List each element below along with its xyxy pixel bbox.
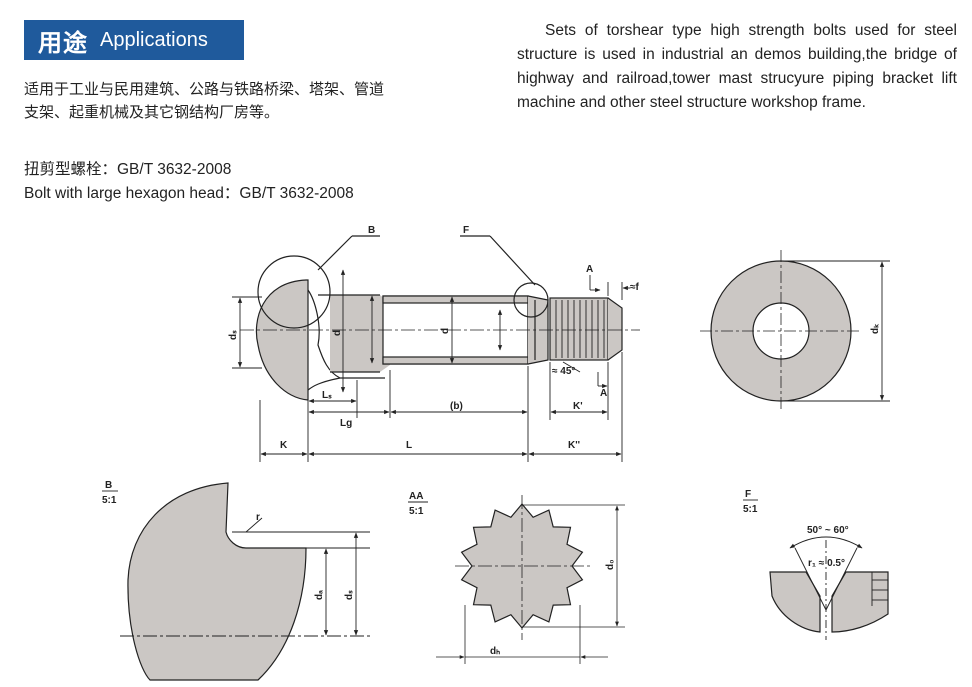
label-k: K (280, 440, 288, 451)
label-b-length: (b) (450, 401, 463, 412)
label-dw: d (332, 330, 343, 336)
detail-aa-db: dₕ (490, 646, 500, 657)
applications-cn-line2: 支架、起重机械及其它钢结构厂房等。 (24, 103, 280, 121)
label-ls: Lₛ (322, 390, 332, 401)
detail-b-circle (257, 255, 331, 329)
applications-en-text: Sets of torshear type high strength bolt… (517, 22, 957, 111)
label-a-bottom: A (600, 388, 607, 399)
applications-header: 用途 Applications (24, 20, 244, 60)
applications-en: Sets of torshear type high strength bolt… (517, 19, 957, 115)
standard-block: 扭剪型螺栓：GB/T 3632-2008 Bolt with large hex… (24, 158, 354, 206)
label-lg: Lg (340, 418, 352, 429)
label-f: F (463, 225, 469, 236)
detail-b-title: B (105, 480, 112, 491)
label-ds: dₛ (228, 330, 239, 340)
header-title-cn: 用途 (38, 27, 88, 57)
header-title-en: Applications (100, 28, 208, 51)
label-45: ≈ 45° (552, 366, 575, 377)
label-dk: dₖ (870, 323, 881, 334)
bolt-head (255, 279, 309, 401)
label-l: L (406, 440, 412, 451)
standard-en: Bolt with large hexagon head：GB/T 3632-2… (24, 185, 354, 202)
detail-f-circle (513, 282, 549, 318)
bolt-side-view (240, 235, 640, 401)
detail-f: F 5:1 50° ~ 60° r₁ ≈ 0.5° (743, 489, 889, 640)
detail-aa-d0: d₀ (605, 559, 616, 570)
spline-tail (549, 297, 609, 361)
label-a-top: A (586, 264, 593, 275)
detail-aa-scale: 5:1 (409, 506, 424, 517)
applications-cn-line1: 适用于工业与民用建筑、公路与铁路桥梁、塔架、管道 (24, 80, 385, 98)
detail-f-title: F (745, 489, 751, 500)
detail-b-r: r (256, 512, 260, 523)
detail-f-angle: 50° ~ 60° (807, 525, 849, 536)
detail-b: B 5:1 r dₐ dₛ (102, 480, 370, 681)
detail-b-scale: 5:1 (102, 495, 117, 506)
applications-cn: 适用于工业与民用建筑、公路与铁路桥梁、塔架、管道 支架、起重机械及其它钢结构厂房… (24, 78, 464, 124)
label-b: B (368, 225, 375, 236)
detail-aa: AA 5:1 d₀ dₕ (408, 491, 625, 664)
label-f-small: ≈f (630, 282, 639, 293)
bolt-end-view (700, 250, 890, 412)
detail-aa-title: AA (409, 491, 423, 502)
detail-b-da: dₐ (314, 590, 325, 600)
label-d: d (440, 328, 451, 334)
label-kp: K' (573, 401, 583, 412)
main-dimensions (232, 269, 630, 462)
detail-b-ds: dₛ (344, 590, 355, 600)
detail-f-scale: 5:1 (743, 504, 758, 515)
detail-f-r1: r₁ ≈ 0.5° (808, 558, 845, 569)
standard-cn: 扭剪型螺栓：GB/T 3632-2008 (24, 161, 232, 178)
label-kpp: K'' (568, 440, 580, 451)
